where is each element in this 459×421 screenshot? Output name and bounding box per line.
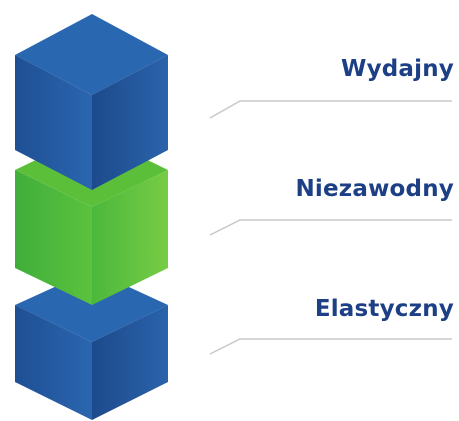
cube-top xyxy=(15,14,168,190)
connector-line-2 xyxy=(209,219,452,236)
cube-bottom xyxy=(15,270,168,420)
feature-label-elastyczny: Elastyczny xyxy=(314,296,454,322)
feature-label-wydajny: Wydajny xyxy=(341,56,454,82)
connector-line-1 xyxy=(209,100,452,119)
feature-label-niezawodny: Niezawodny xyxy=(295,176,454,202)
cube-stack xyxy=(15,14,168,420)
connector-line-3 xyxy=(209,338,452,355)
